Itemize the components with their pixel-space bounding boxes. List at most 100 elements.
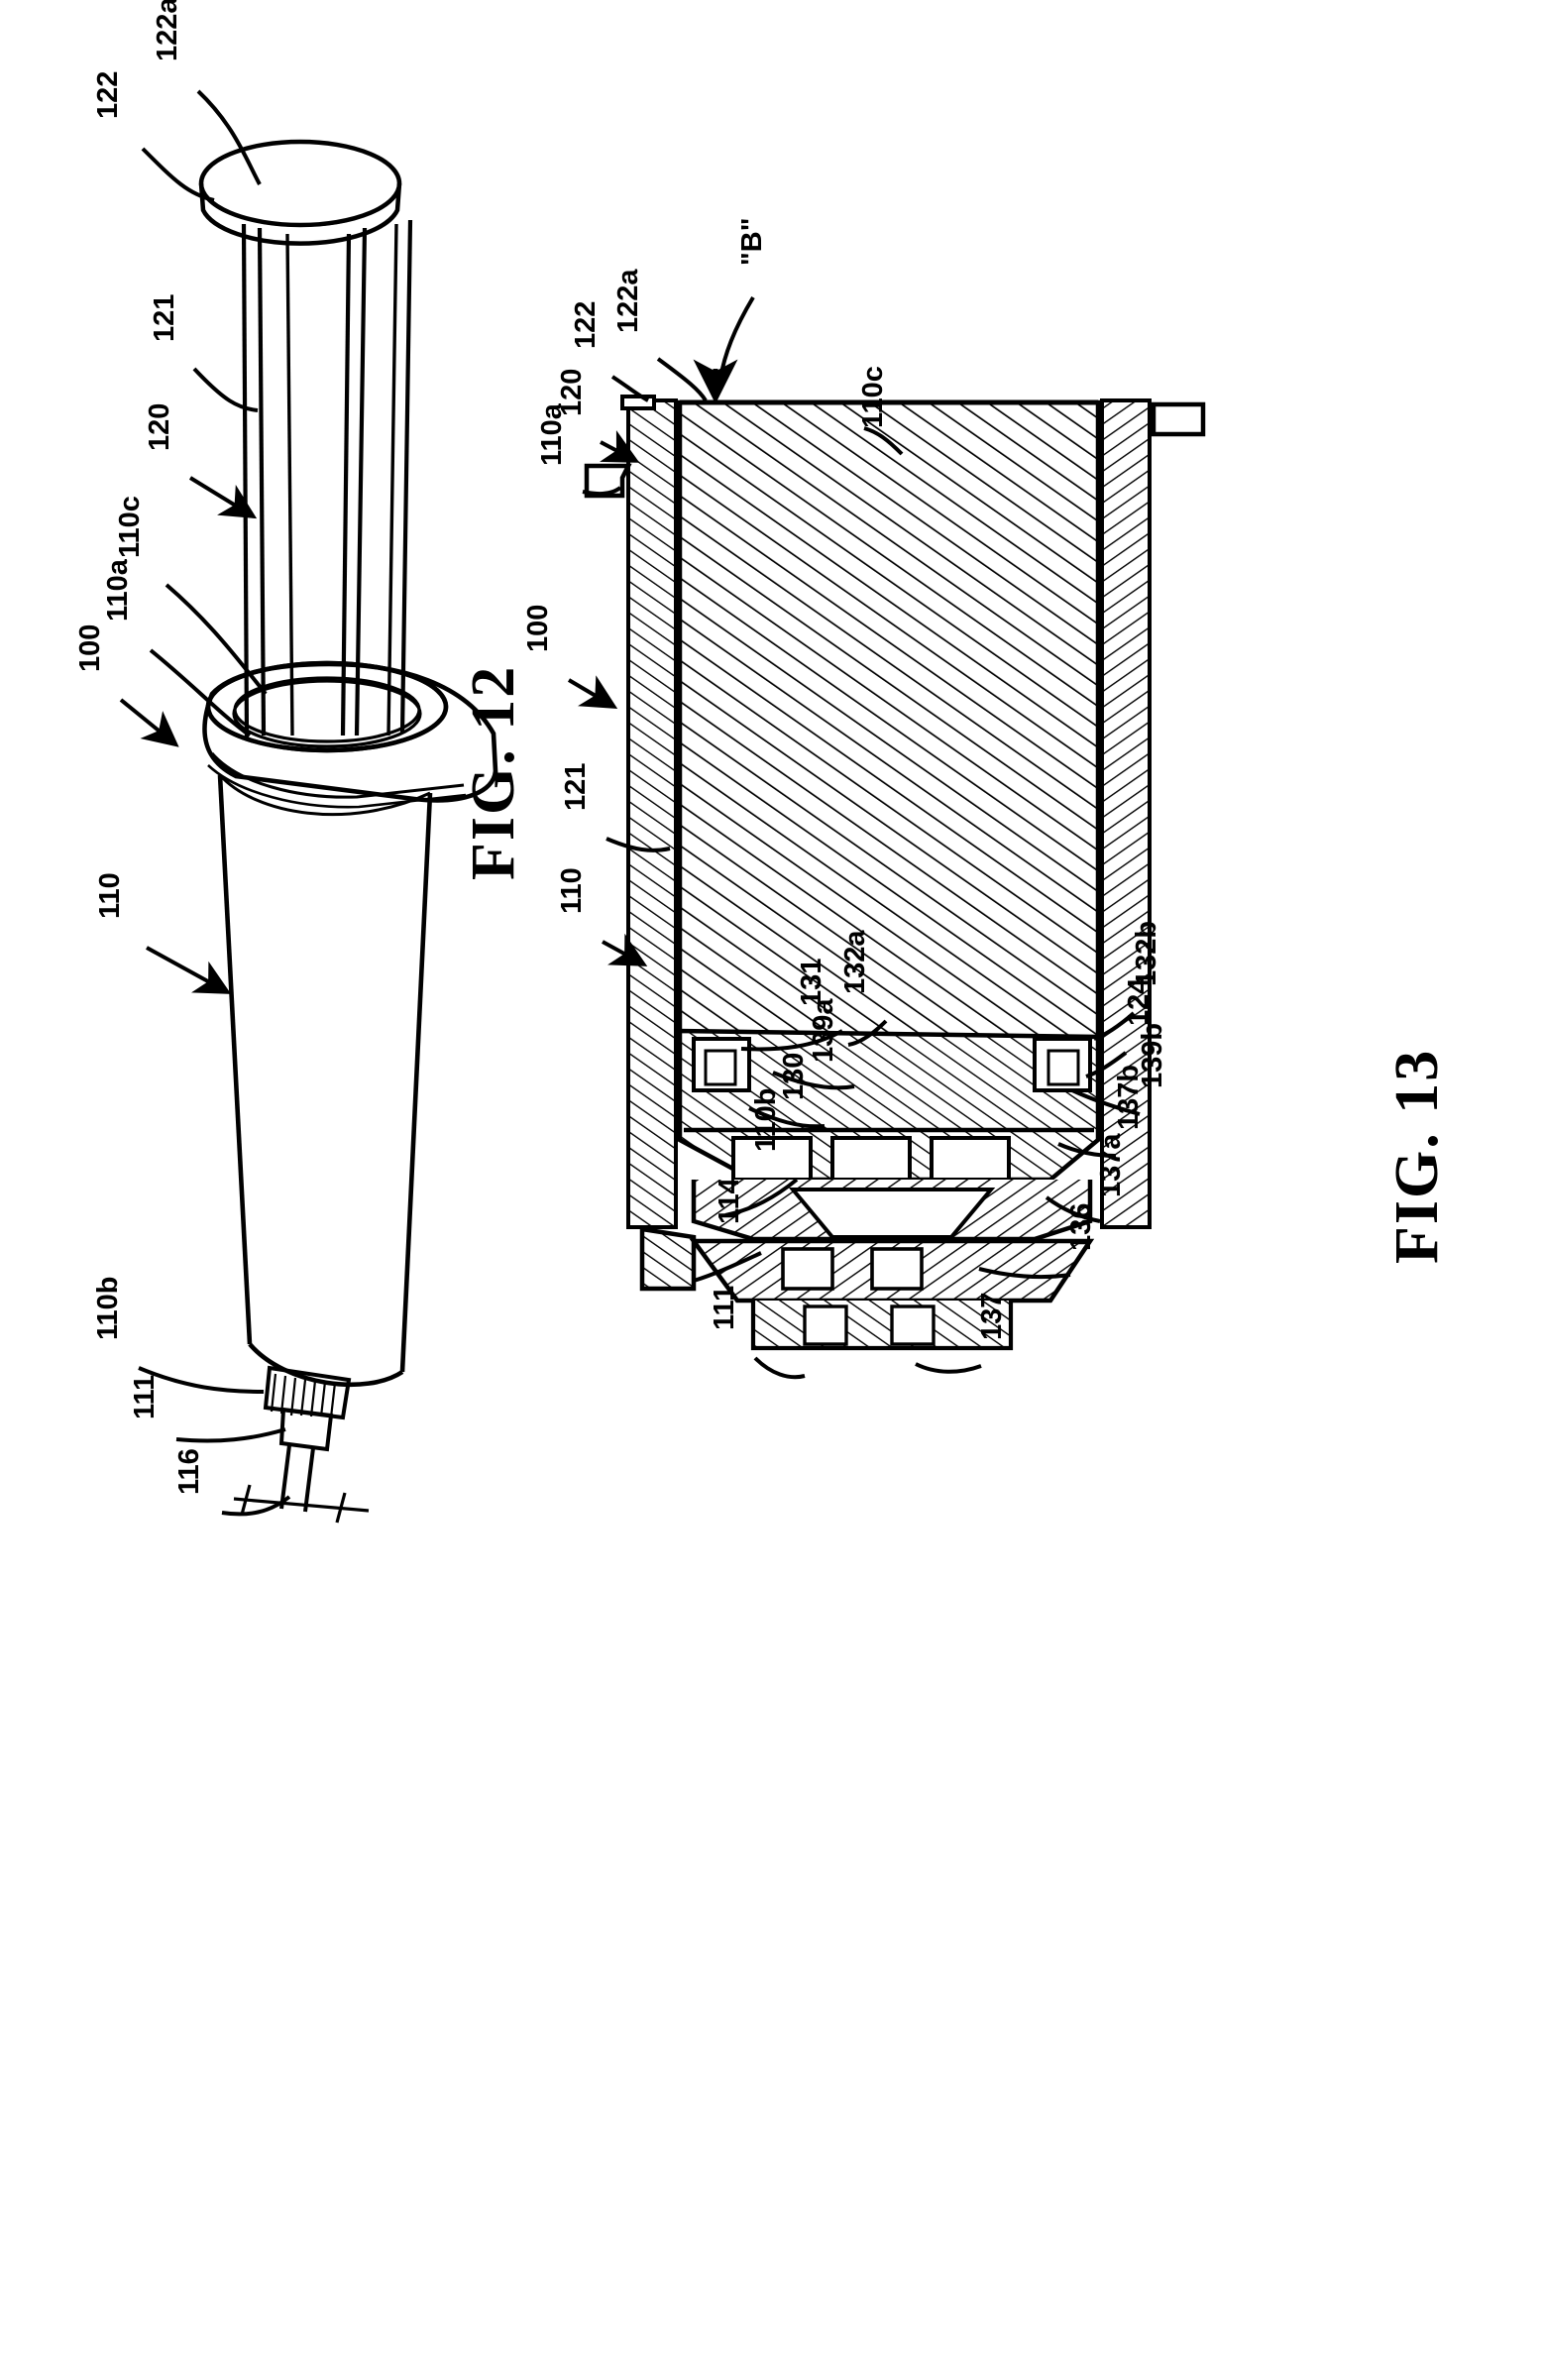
ref-121-13: 121 [560,763,592,811]
ref-139b: 139b [1137,1023,1168,1088]
ref-111-13: 111 [709,1286,740,1330]
ref-136: 136 [1065,1203,1097,1251]
ref-110b-13: 110b [750,1088,782,1153]
plunger-head-122 [198,139,402,246]
ref-122: 122 [92,71,124,119]
leader-132b [1093,1011,1136,1041]
barrel-section-110 [584,395,1206,1229]
leader-111 [175,1427,286,1443]
ref-121: 121 [149,294,180,342]
leader-110a [149,648,252,737]
barrel-wall-upper [626,398,678,1229]
ref-114: 114 [714,1178,745,1224]
ref-110a: 110a [102,558,134,622]
plunger-rod-body [677,399,1101,1093]
leader-122a [196,89,262,185]
leader-137b [1057,1142,1117,1158]
leader-116 [221,1495,291,1517]
barrel-tip-section-111 [639,1226,1095,1351]
luer-collar [263,1365,352,1420]
leader-110a-13 [582,486,622,497]
barrel-wall-lower [1100,398,1152,1229]
leader-111-13 [753,1356,806,1380]
needle-left [279,1444,291,1510]
ref-130: 130 [778,1053,810,1100]
seal-assembly-137 [788,1188,996,1239]
barrel-top-shading [218,773,431,817]
ref-110a-13: 110a [536,402,568,466]
leader-122 [141,147,215,202]
ref-110c-13: 110c [857,366,889,428]
ref-110-13: 110 [556,867,588,914]
barrel-rim-upper [620,395,656,410]
leader-100 [119,698,179,747]
ref-124: 124 [1123,978,1155,1026]
ref-132b: 132b [1131,921,1162,986]
leader-110b [724,1178,799,1217]
leader-139b [1071,1088,1141,1116]
barrel-proximal-flange-110c [202,660,498,809]
ref-137: 137 [976,1293,1008,1340]
fig13-leaders [567,357,1141,1380]
plunger-rod-section-121 [677,399,1101,1093]
leader-100-13 [567,675,618,710]
ref-137a: 137a [1095,1133,1127,1197]
ref-120-13: 120 [556,369,588,416]
ref-122a-13: 122a [612,269,644,333]
leader-121 [192,367,259,412]
ref-122a: 122a [152,0,183,61]
luer-channel-2 [890,1304,936,1346]
ref-137b: 137b [1113,1065,1145,1130]
seal-cavity-137a [930,1136,1011,1182]
break-ticks [240,1484,347,1524]
ref-110b: 110b [92,1277,124,1341]
ref-139a: 139a [808,998,839,1063]
ref-131: 131 [796,959,827,1006]
leader-110 [146,946,232,994]
leader-120-13 [600,430,640,463]
ref-110c: 110c [114,496,146,558]
needle-right [303,1447,315,1513]
leader-110b [138,1366,265,1394]
plunger-rod-121 [241,219,413,739]
leader-137a [1045,1195,1101,1223]
ref-B-arrow: "B" [736,218,768,266]
shoulder-114 [639,1226,697,1292]
tip-bore-upper [781,1247,834,1291]
direction-arrow-B-group: "B" [693,218,768,404]
fig12-numerals: 122a 122 121 120 110c 110a 100 110 110b … [74,0,205,1495]
stopper-assembly-130 [677,1028,1101,1242]
figure-13-drawing: "B" [522,218,1451,1380]
leader-110c-13 [863,426,904,456]
rib-139a [704,1049,737,1086]
fig13-numerals: 122a 122 120 110a 110c 100 121 110 132a … [522,269,1168,1340]
ref-132a: 132a [839,930,871,994]
break-line [233,1497,370,1513]
flange-lower-110c [1151,401,1206,437]
barrel-mouth-ellipse-top [205,660,449,753]
figure-13-caption: FIG. 13 [1383,1049,1451,1264]
leader-122a-13 [656,357,708,402]
leader-130 [748,1106,826,1129]
plunger-head-rim [198,182,402,246]
ref-116: 116 [173,1448,205,1495]
flange-underside-line [210,752,465,799]
barrel-tip-111 [233,1365,370,1524]
luer-knurl [270,1373,337,1418]
leader-131 [740,1029,843,1052]
rib-139b [1046,1049,1080,1086]
ref-100: 100 [74,624,106,672]
seal-cavity-center [830,1136,912,1182]
ref-122-13: 122 [570,301,602,349]
ref-120: 120 [144,403,175,451]
luer-channel [803,1304,848,1346]
leader-136 [978,1267,1071,1279]
fig12-leaders [119,89,291,1517]
luer-tip-111 [750,1301,1014,1351]
leader-121-13 [605,837,671,852]
leader-120 [188,476,258,519]
figure-12-caption: FIG. 12 [460,665,527,880]
figure-12-drawing: 122a 122 121 120 110c 110a 100 110 110b … [74,0,527,1524]
barrel-left-wall [217,774,253,1345]
